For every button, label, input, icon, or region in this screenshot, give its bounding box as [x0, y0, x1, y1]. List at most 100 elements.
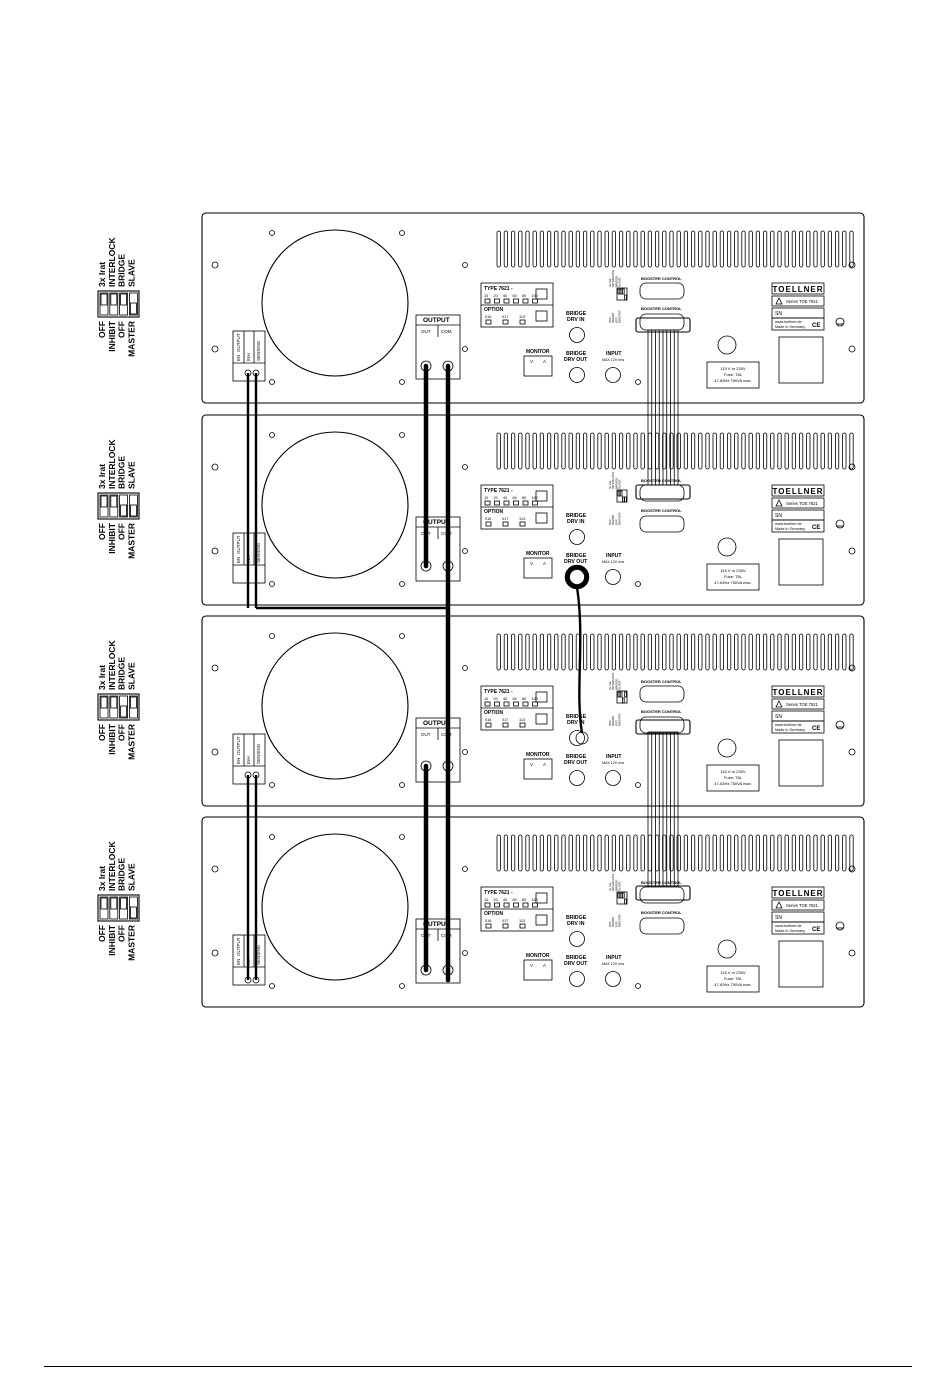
type-option-text: 100 [532, 496, 538, 500]
switch-label-4: SLAVE [126, 461, 136, 489]
vent-slot [849, 633, 854, 671]
switch-label-2: INTERLOCK [107, 439, 117, 489]
vent-slot [799, 834, 804, 872]
rack-hole [211, 345, 219, 353]
monitor-v-label: V [530, 762, 533, 767]
mains-text: 47-63Hz 750VA max. [714, 378, 752, 383]
screw-hole [269, 834, 275, 840]
brand-logo: TOELLNER [773, 285, 824, 294]
vent-slot [662, 230, 667, 268]
type-option-box [522, 701, 529, 707]
rack-hole [211, 865, 219, 873]
vent-slot [777, 633, 782, 671]
vent-slot [518, 432, 523, 470]
vent-slot [669, 633, 674, 671]
series-text: Series TOE 7621 [786, 299, 819, 304]
vent-slot [712, 834, 717, 872]
dip-lever [619, 490, 623, 497]
switch-lever-off [100, 696, 108, 709]
monitor-a-label: A [543, 762, 546, 767]
fan-grille [261, 833, 409, 981]
monitor-body [523, 959, 553, 981]
dip-lever [624, 496, 627, 503]
switch-lever-off [110, 696, 118, 709]
option-box [485, 722, 492, 728]
switch-block-frame [97, 894, 140, 922]
vent-slot [719, 432, 725, 470]
vent-slot [640, 834, 645, 872]
vent-slot [539, 834, 545, 872]
screw-hole [269, 230, 275, 236]
website-text: www.toellner.de [775, 723, 802, 727]
switch-label-off-1: OFF [97, 321, 107, 338]
bridge-out-socket [569, 569, 585, 585]
switch-label-3: BRIDGE [117, 858, 127, 891]
mains-text: 47-63Hz 750VA max. [714, 781, 752, 786]
vent-slot [835, 834, 840, 872]
series-box [771, 899, 825, 911]
vent-slot [655, 432, 660, 470]
vent-slot [755, 432, 761, 470]
vent-slot [806, 230, 811, 268]
dip-lever [619, 288, 623, 295]
series-box [771, 497, 825, 509]
type-option-box [503, 500, 510, 506]
made-in-text: Made in Germany [775, 325, 805, 329]
vent-slot [510, 230, 516, 268]
vent-slot [763, 834, 768, 872]
made-in-text: Made in Germany [775, 527, 805, 531]
vent-slot [525, 633, 530, 671]
vent-slot [849, 432, 854, 470]
bridge-in-label-2: DRV IN [567, 921, 585, 927]
series-text: Series TOE 7621 [786, 903, 819, 908]
screw-hole [269, 983, 275, 989]
type-label: TYPE 7621 - [484, 689, 513, 695]
vent-slot [748, 834, 753, 872]
output-title: OUTPUT [423, 720, 450, 727]
vent-slot [820, 230, 825, 268]
switch-label-off-1: OFF [97, 925, 107, 942]
vent-slot [842, 432, 847, 470]
vent-slot [611, 432, 617, 470]
screw-hole [399, 581, 405, 587]
switch-label-off-3: OFF [117, 724, 127, 741]
vent-slot [597, 633, 602, 671]
switch-label-4: SLAVE [126, 863, 136, 891]
switch-lever-off [110, 293, 118, 306]
type-option-text: 10 [484, 697, 488, 701]
vent-slot [691, 230, 696, 268]
booster-ribbon-2 [635, 719, 691, 901]
switch-lever-off [120, 897, 127, 910]
vent-slot [503, 230, 509, 268]
screw-hole [399, 230, 405, 236]
vent-slot [705, 633, 710, 671]
dip-label: INTERLOCK [611, 472, 615, 489]
booster-ribbon-1 [635, 317, 691, 500]
vent-slot [698, 432, 703, 470]
monitor-body [523, 355, 553, 377]
screw-hole [269, 581, 275, 587]
vent-slot [849, 834, 854, 872]
screw-hole [462, 262, 468, 268]
output-lug [420, 964, 432, 976]
footer-rule [44, 1366, 912, 1367]
vent-slot [633, 432, 638, 470]
sense-inh-label: INH [246, 756, 251, 764]
type-option-text: 60 [513, 496, 517, 500]
booster-control-top-label: BOOSTER CONTROL [641, 478, 682, 483]
vent-slot [619, 230, 624, 268]
input-socket [605, 971, 621, 987]
switch-label-1: 3x Irat [97, 262, 107, 287]
rack-hole [211, 949, 219, 957]
bridge-cable-plug-bottom [575, 731, 589, 745]
switch-lever-off [100, 897, 108, 910]
vent-slot [683, 633, 689, 671]
vent-slot [727, 633, 732, 671]
dip-lever [622, 697, 625, 704]
mains-text: Fuse: T8L [724, 775, 743, 780]
